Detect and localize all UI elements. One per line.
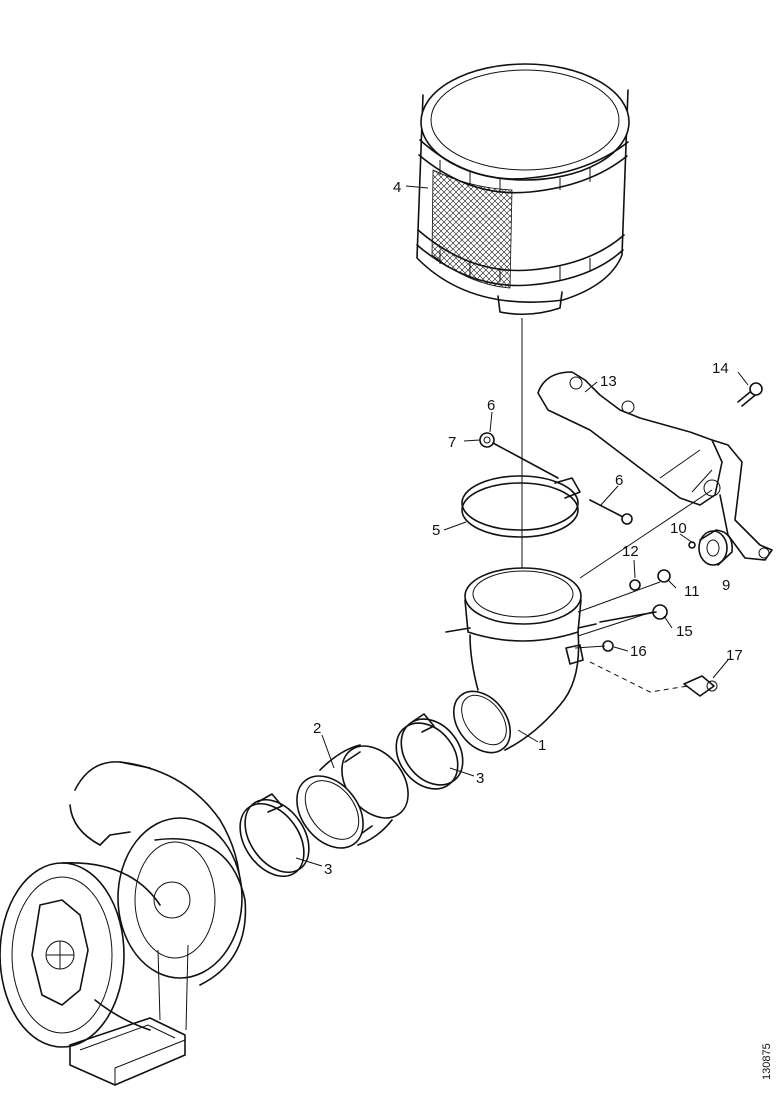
- callout-6-upper: 6: [487, 397, 495, 414]
- bushing: [698, 529, 733, 566]
- hose-clamp-lower: [239, 793, 310, 878]
- mounting-bracket: [537, 371, 773, 561]
- clamp-band: [461, 475, 581, 538]
- callout-12: 12: [622, 543, 639, 560]
- callout-1: 1: [538, 737, 546, 754]
- callout-7: 7: [448, 434, 456, 451]
- rubber-hose: [296, 744, 409, 849]
- callout-17: 17: [726, 647, 743, 664]
- callout-3-lower: 3: [324, 861, 332, 878]
- callout-6-lower: 6: [615, 472, 623, 489]
- elbow-housing: [445, 567, 597, 754]
- hardware-parts: [479, 432, 718, 697]
- reference-code: 130875: [761, 1043, 773, 1080]
- callout-2: 2: [313, 720, 321, 737]
- callout-9: 9: [722, 577, 730, 594]
- bolt-14: [737, 382, 763, 407]
- turbocharger: [0, 761, 247, 1086]
- callout-4: 4: [393, 179, 401, 196]
- callout-14: 14: [712, 360, 729, 377]
- hose-clamp-upper: [395, 713, 464, 790]
- callout-13: 13: [600, 373, 617, 390]
- callout-11: 11: [684, 583, 700, 600]
- callout-3-upper: 3: [476, 770, 484, 787]
- callout-leaders: [295, 185, 749, 867]
- air-filter-cartridge: [416, 63, 630, 316]
- callout-labels: 4 13 14 6 7 6 5 10 12 9 11 15 16 17 1 2 …: [313, 179, 773, 1080]
- callout-10: 10: [670, 520, 687, 537]
- callout-5: 5: [432, 522, 440, 539]
- alignment-lines: [574, 489, 713, 693]
- callout-15: 15: [676, 623, 693, 640]
- callout-16: 16: [630, 643, 647, 660]
